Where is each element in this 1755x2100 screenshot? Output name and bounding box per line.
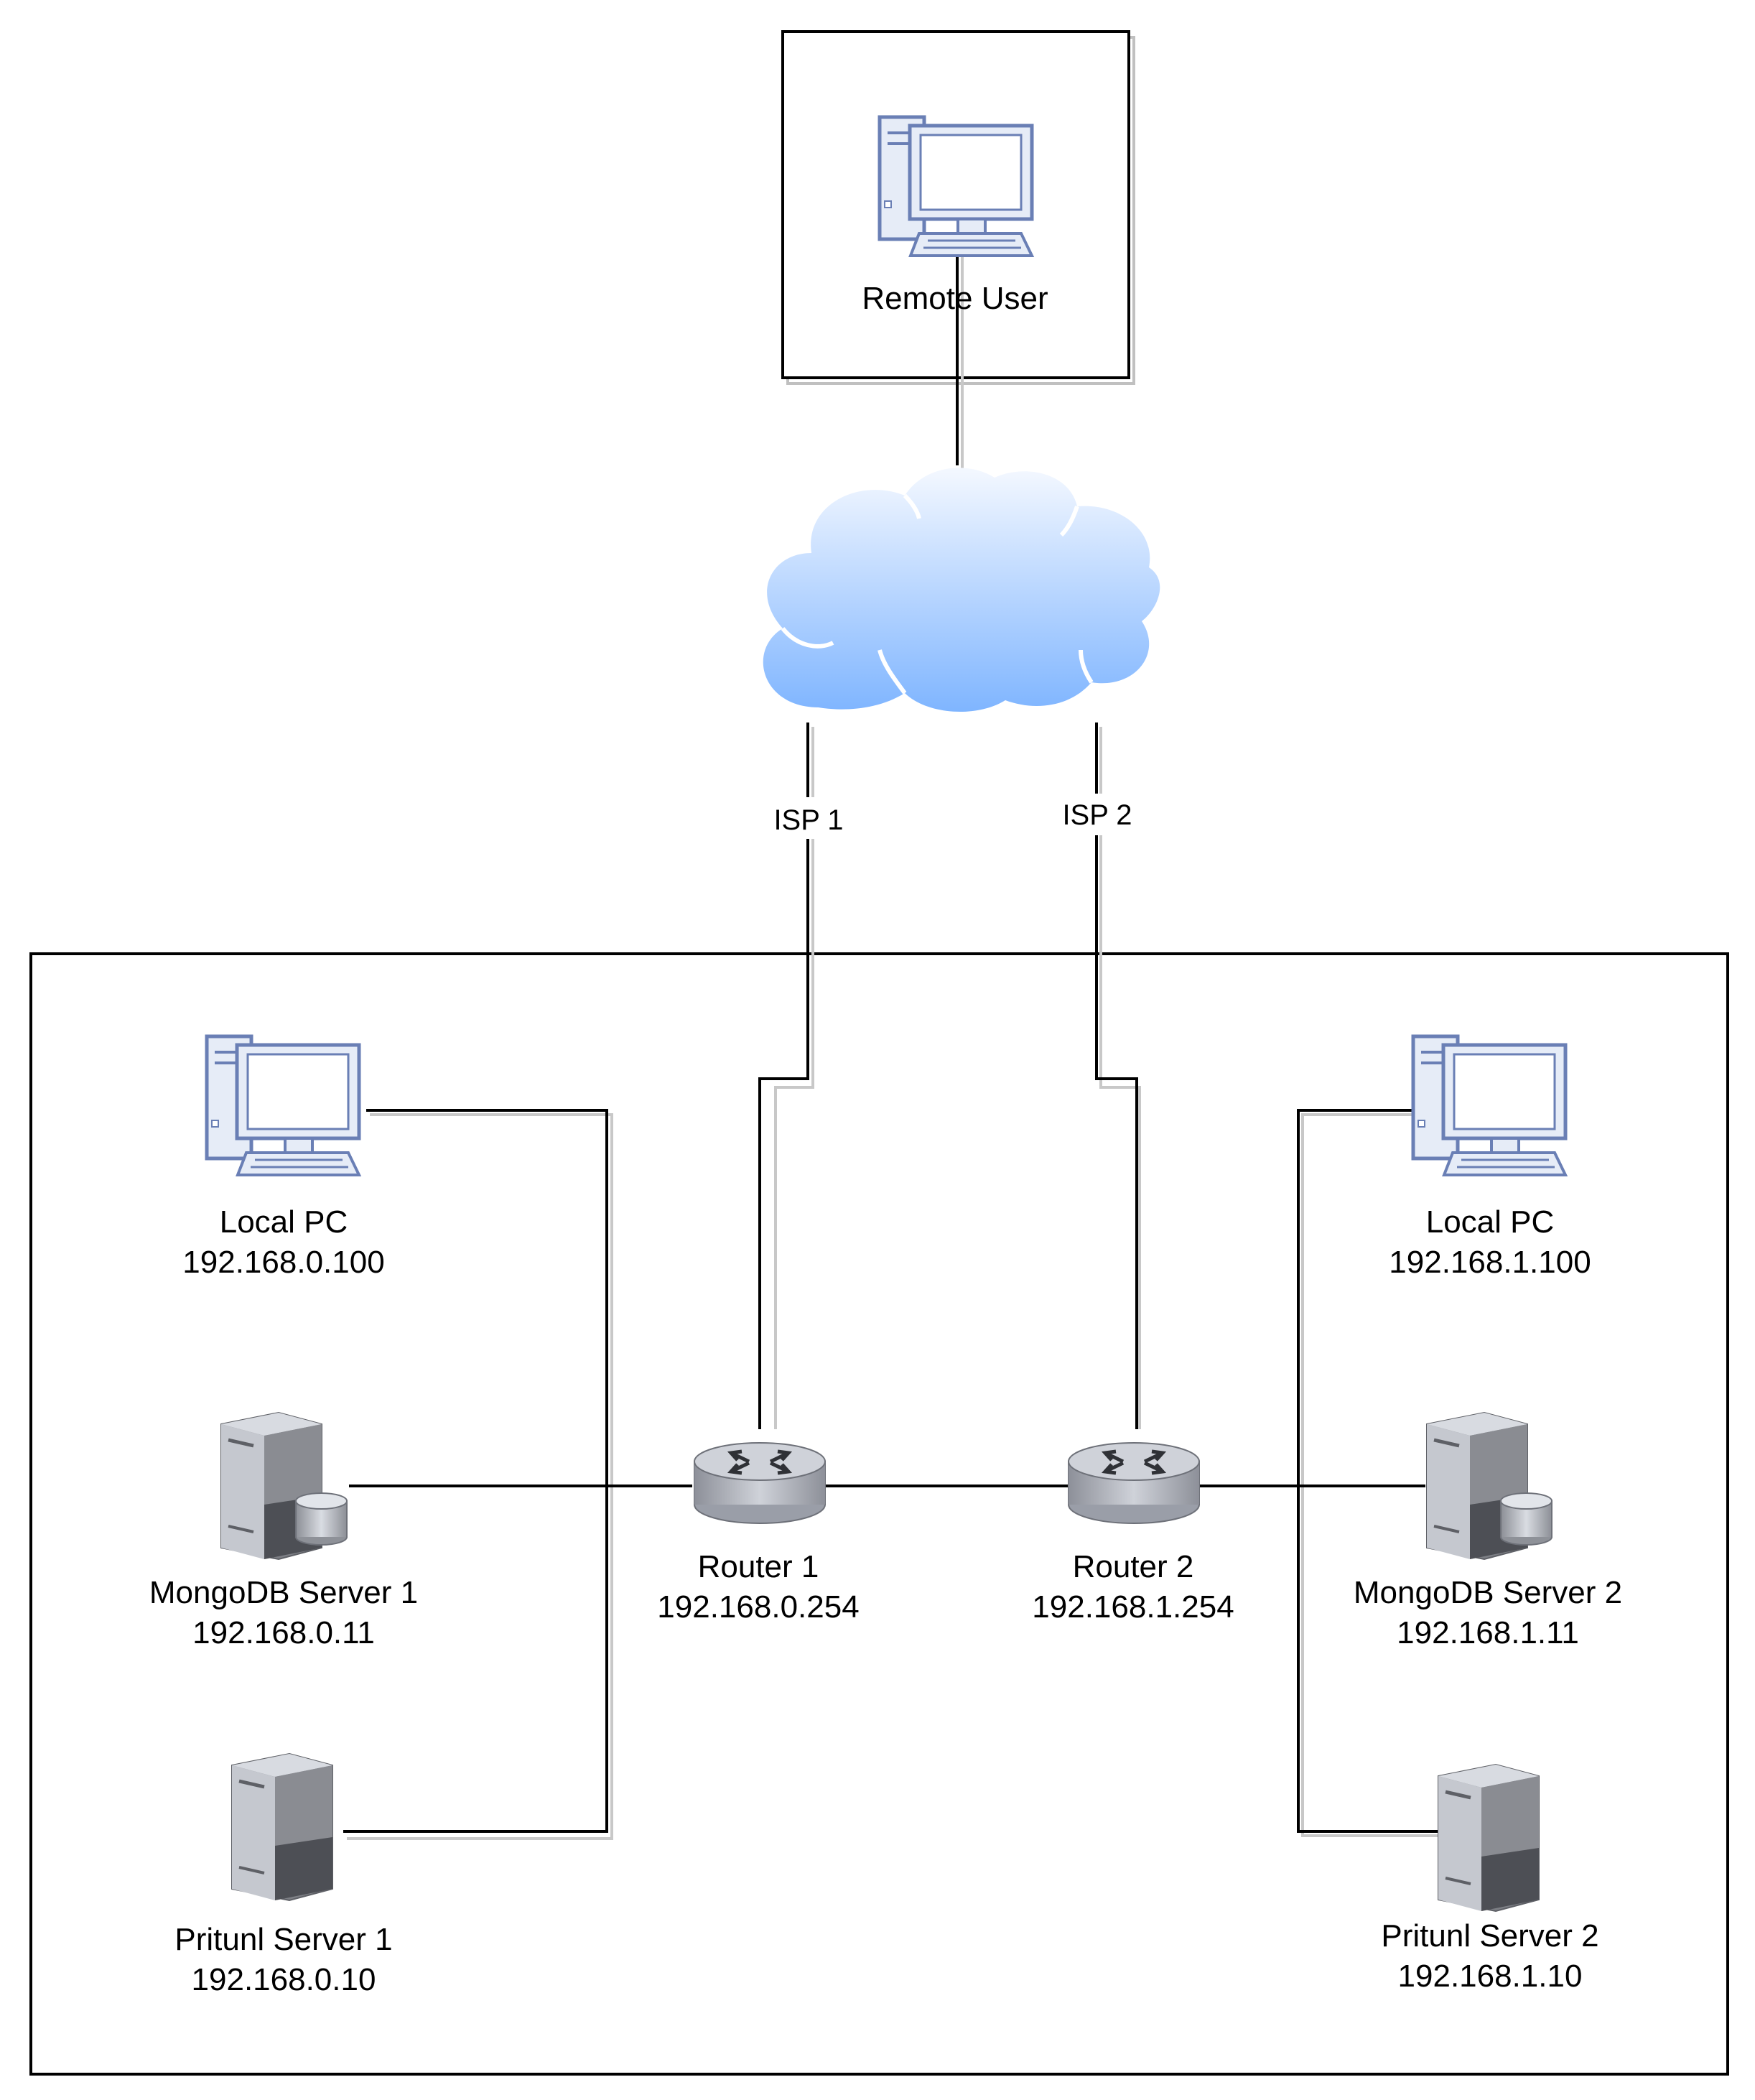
remote-user-node[interactable]: Remote User xyxy=(862,117,1048,316)
link-isp1 xyxy=(758,723,809,1429)
left-mongodb-node[interactable]: MongoDB Server 1 192.168.0.11 xyxy=(149,1413,418,1650)
internet-cloud xyxy=(763,468,1160,712)
router1-name: Router 1 xyxy=(698,1549,819,1584)
connection-lines xyxy=(343,241,1445,1840)
router2-node[interactable]: Router 2 192.168.1.254 xyxy=(1032,1443,1234,1625)
isp2-label: ISP 2 xyxy=(1062,799,1132,831)
cloud-icon xyxy=(763,468,1160,712)
link-isp2 xyxy=(1095,723,1138,1429)
left-pritunl-name: Pritunl Server 1 xyxy=(174,1922,392,1957)
right-local-pc-name: Local PC xyxy=(1426,1204,1555,1240)
router1-node[interactable]: Router 1 192.168.0.254 xyxy=(657,1443,860,1625)
right-mongodb-ip: 192.168.1.11 xyxy=(1397,1615,1579,1650)
router-icon xyxy=(694,1443,825,1523)
remote-user-label: Remote User xyxy=(862,281,1048,316)
right-local-pc-ip: 192.168.1.100 xyxy=(1389,1245,1591,1280)
desktop-pc-icon xyxy=(880,117,1032,256)
left-mongodb-name: MongoDB Server 1 xyxy=(149,1575,418,1610)
right-mongodb-name: MongoDB Server 2 xyxy=(1354,1575,1622,1610)
desktop-pc-icon xyxy=(1413,1036,1565,1175)
database-server-icon xyxy=(221,1413,348,1559)
isp2-label-group: ISP 2 xyxy=(1056,794,1138,835)
database-server-icon xyxy=(1427,1413,1552,1559)
left-local-pc-ip: 192.168.0.100 xyxy=(182,1245,384,1280)
right-pritunl-name: Pritunl Server 2 xyxy=(1381,1918,1598,1953)
left-local-pc-node[interactable]: Local PC 192.168.0.100 xyxy=(182,1036,385,1280)
site-box xyxy=(29,952,1729,2076)
left-pritunl-ip: 192.168.0.10 xyxy=(192,1962,376,1997)
router1-ip: 192.168.0.254 xyxy=(657,1589,859,1625)
left-local-pc-name: Local PC xyxy=(220,1204,348,1240)
right-local-pc-node[interactable]: Local PC 192.168.1.100 xyxy=(1389,1036,1591,1280)
left-mongodb-ip: 192.168.0.11 xyxy=(192,1615,375,1650)
link-left-bus xyxy=(343,1109,608,1833)
desktop-pc-icon xyxy=(207,1036,359,1175)
router2-name: Router 2 xyxy=(1073,1549,1194,1584)
right-pritunl-node[interactable]: Pritunl Server 2 192.168.1.10 xyxy=(1381,1765,1599,1994)
link-right-bus xyxy=(1297,1109,1440,1833)
router2-ip: 192.168.1.254 xyxy=(1032,1589,1234,1625)
right-pritunl-ip: 192.168.1.10 xyxy=(1398,1959,1583,1994)
server-tower-icon xyxy=(232,1754,332,1900)
router-icon xyxy=(1069,1443,1199,1523)
right-mongodb-node[interactable]: MongoDB Server 2 192.168.1.11 xyxy=(1354,1413,1622,1650)
server-tower-icon xyxy=(1438,1765,1539,1911)
left-pritunl-node[interactable]: Pritunl Server 1 192.168.0.10 xyxy=(174,1754,393,1997)
isp1-label-group: ISP 1 xyxy=(767,797,849,839)
isp1-label: ISP 1 xyxy=(773,804,843,836)
